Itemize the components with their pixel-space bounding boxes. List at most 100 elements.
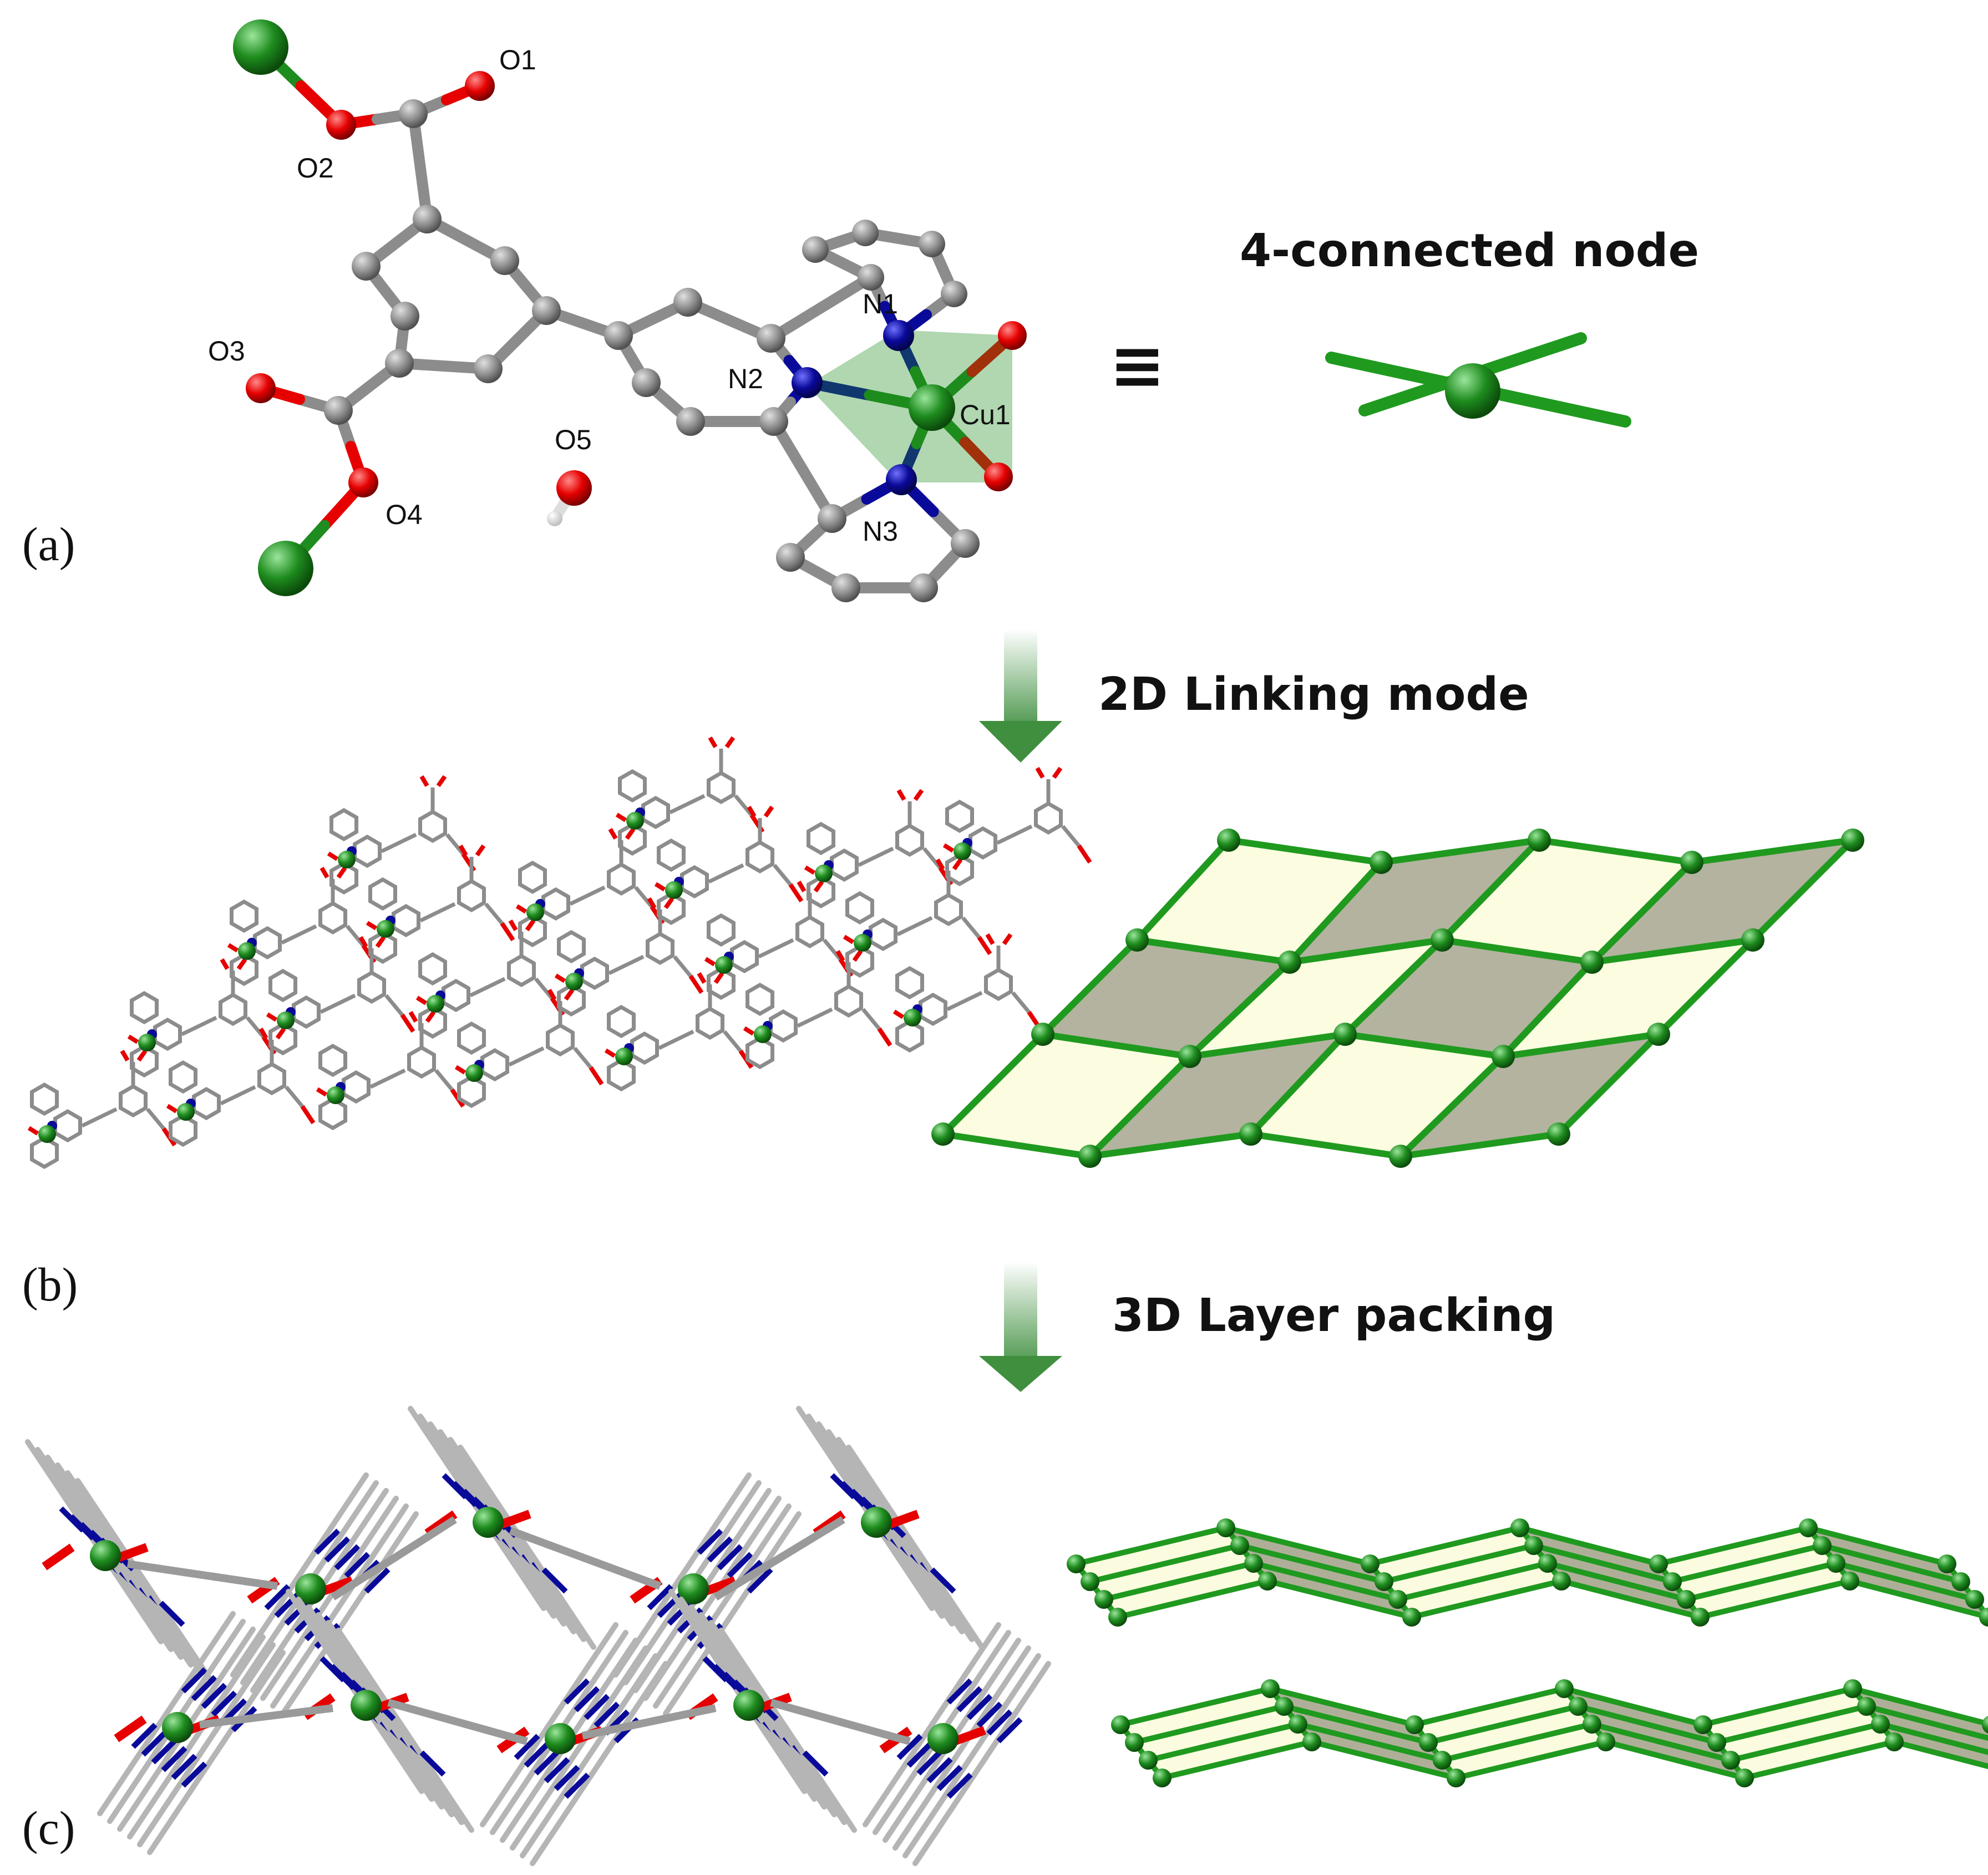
linker-motif: [166, 1027, 316, 1147]
layer-face: [1808, 1528, 1961, 1582]
layer-face: [1298, 1724, 1456, 1778]
atom-label-n3: N3: [863, 516, 898, 547]
3d-stacked-layer-net: [1067, 1518, 1988, 1787]
copper-atom: [927, 1723, 958, 1754]
carbon-atom: [604, 321, 633, 350]
copper-atom: [295, 1573, 326, 1604]
layer-face: [1592, 1724, 1744, 1778]
atom-label-o2: O2: [297, 153, 334, 184]
layer-node: [1596, 1732, 1615, 1751]
layer-edge: [1239, 1543, 1385, 1584]
node-ball: [1445, 363, 1500, 419]
copper-atom: [258, 541, 313, 596]
layer-face: [1672, 1546, 1836, 1599]
net-edge: [1555, 1031, 1662, 1137]
atom-label-o5: O5: [555, 424, 592, 455]
net-edge: [1225, 837, 1384, 866]
layer-face: [1226, 1528, 1384, 1582]
copper-atom: [38, 1125, 56, 1143]
layer-face: [1822, 1546, 1975, 1599]
nitrogen-atom: [792, 367, 823, 398]
net-edge: [1286, 937, 1446, 966]
net-edge: [1439, 937, 1595, 966]
net-edge: [1589, 859, 1695, 966]
linker-motif: [604, 972, 754, 1092]
linker-bond: [509, 1527, 662, 1590]
layer-node: [1524, 1536, 1543, 1555]
layer-face: [1564, 1689, 1717, 1742]
oxygen-atom: [246, 373, 276, 403]
net-node: [931, 1122, 955, 1146]
stacked-motif: [97, 1611, 286, 1855]
layer-face: [1254, 1563, 1412, 1617]
asymmetric-unit-molecule: O1 O2 O3 O4 O5 N1 N2 N3 Cu1 ≡ 4-connecte…: [22, 19, 1699, 602]
2d-layer-stick-model: [27, 736, 1092, 1170]
layer-edge: [1657, 1525, 1809, 1567]
layer-node: [1302, 1732, 1321, 1751]
layer-face: [1414, 1689, 1578, 1742]
molecule-atoms: [233, 19, 1027, 602]
oxygen-atom: [998, 321, 1027, 350]
copper-atom: [754, 1025, 772, 1043]
layer-node: [1979, 1608, 1988, 1627]
layer-face: [1880, 1724, 1988, 1766]
stacked-motif: [668, 1589, 857, 1833]
layer-node: [1402, 1608, 1421, 1627]
layer-node: [1447, 1769, 1465, 1787]
net-edge: [1342, 1031, 1507, 1060]
layer-node: [1649, 1554, 1668, 1573]
layer-edge: [1441, 1721, 1593, 1763]
layer-node: [1111, 1715, 1130, 1734]
copper-atom: [626, 812, 644, 830]
net-node: [1492, 1045, 1515, 1068]
layer-edge: [1269, 1686, 1416, 1727]
layer-edge: [1133, 1704, 1285, 1745]
linker-bond: [713, 1516, 845, 1600]
3d-packing-stick-model: [25, 1406, 1051, 1866]
net-node: [1841, 829, 1864, 852]
layer-edge: [1835, 1561, 1976, 1602]
carbon-atom: [390, 302, 419, 331]
layer-edge: [1685, 1561, 1837, 1602]
net-edge: [1342, 937, 1446, 1038]
carbon-atom: [676, 407, 705, 436]
copper-atom: [138, 1034, 156, 1051]
linker-motif: [515, 827, 665, 948]
layer-node: [1261, 1679, 1280, 1698]
net-node: [1178, 1045, 1201, 1068]
copper-atom: [909, 384, 955, 431]
copper-atom: [854, 934, 871, 952]
layer-node: [1216, 1518, 1235, 1537]
net-edge: [1286, 859, 1384, 966]
layer-node: [1965, 1590, 1984, 1609]
linker-motif: [743, 949, 892, 1070]
linker-motif: [127, 958, 277, 1078]
layer-edge: [1519, 1525, 1660, 1567]
layer-node: [1405, 1715, 1424, 1734]
copper-atom: [377, 920, 394, 938]
net-node: [1528, 829, 1551, 852]
carbon-atom: [802, 236, 829, 263]
oxygen-atom: [348, 468, 378, 497]
layer-face: [1686, 1563, 1850, 1617]
atom-label-n2: N2: [728, 363, 763, 394]
copper-atom: [715, 956, 733, 974]
layer-face: [1384, 1546, 1548, 1599]
layer-face: [1090, 1546, 1254, 1599]
packing-heading: 3D Layer packing: [1112, 1289, 1555, 1342]
carbon-atom: [951, 529, 980, 558]
stacked-motif: [408, 1406, 596, 1650]
layer-node: [1433, 1751, 1452, 1770]
net-face: [1592, 840, 1853, 962]
layer-node: [1583, 1715, 1601, 1734]
layer-face: [1853, 1689, 1988, 1738]
linker-motif: [892, 933, 1042, 1053]
stacked-motif: [796, 1406, 985, 1650]
net-edge: [1749, 837, 1856, 943]
net-edge: [1655, 937, 1756, 1038]
carbon-atom: [919, 231, 945, 257]
net-edge: [1397, 1131, 1562, 1160]
linker-bond: [199, 1704, 333, 1729]
layer-edge: [1560, 1578, 1701, 1620]
molecule-bonds: [255, 42, 1018, 593]
